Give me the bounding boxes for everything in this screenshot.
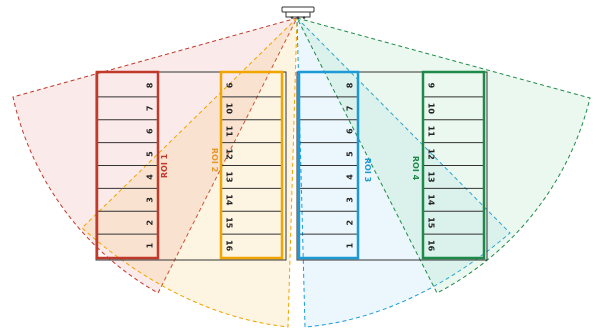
roi-2-box[interactable] xyxy=(219,70,284,260)
fov-fan-roi-3 xyxy=(296,16,511,328)
roi-1-label: ROI 1 xyxy=(160,153,169,178)
right-rack-slot-15-label: 15 xyxy=(427,217,436,229)
right-rack-slot-5-label: 5 xyxy=(346,151,355,157)
right-rack-slot-7-label: 7 xyxy=(346,106,355,112)
left-rack-slot-15-label: 15 xyxy=(225,217,234,229)
left-rack-slot-3-label: 3 xyxy=(146,197,155,203)
roi-boxes xyxy=(95,70,486,260)
right-rack-slot-13-label: 13 xyxy=(427,171,436,182)
roi-1-box[interactable] xyxy=(95,70,160,260)
right-rack-slot-3-label: 3 xyxy=(346,197,355,203)
left-rack: 8 7 6 5 4 3 2 1 9 10 11 12 13 14 15 16 xyxy=(95,71,287,261)
right-rack-slot-16-label: 16 xyxy=(427,240,436,252)
right-rack-frame xyxy=(296,71,488,261)
left-rack-slot-2-label: 2 xyxy=(146,220,155,226)
right-rack-slot-14-label: 14 xyxy=(427,194,436,206)
right-rack-slot-10-label: 10 xyxy=(427,103,436,115)
roi-2-label: ROI 2 xyxy=(210,148,219,172)
left-rack-slot-11-label: 11 xyxy=(225,126,234,138)
right-rack-slot-9-label: 9 xyxy=(427,83,436,89)
roi-labels: ROI 1 ROI 2 ROI 3 ROI 4 xyxy=(160,148,420,182)
roi-4-label: ROI 4 xyxy=(411,156,420,181)
fov-fan-roi-2 xyxy=(81,16,298,328)
fov-fan-roi-4 xyxy=(296,17,591,294)
left-rack-slot-9-label: 9 xyxy=(225,83,234,89)
left-rack-slot-7-label: 7 xyxy=(146,106,155,112)
left-rack-slot-6-label: 6 xyxy=(146,128,155,134)
left-rack-slot-16-label: 16 xyxy=(225,240,234,252)
roi-3-box[interactable] xyxy=(297,70,360,260)
left-rack-slot-10-label: 10 xyxy=(225,103,234,115)
left-rack-slot-14-label: 14 xyxy=(225,194,234,206)
right-rack: 8 7 6 5 4 3 2 1 9 10 11 12 13 14 15 16 xyxy=(296,71,488,261)
right-rack-slot-6-label: 6 xyxy=(346,128,355,134)
left-rack-slot-8-label: 8 xyxy=(146,82,155,88)
roi-4-box[interactable] xyxy=(421,70,486,260)
camera-fov-fans xyxy=(12,16,591,328)
right-rack-slot-12-label: 12 xyxy=(427,148,436,159)
right-rack-slot-8-label: 8 xyxy=(346,82,355,88)
roi-3-label: ROI 3 xyxy=(363,158,372,182)
left-rack-slot-1-label: 1 xyxy=(146,242,155,248)
right-rack-slot-1-label: 1 xyxy=(346,242,355,248)
left-rack-slot-4-label: 4 xyxy=(146,174,155,180)
right-rack-slot-2-label: 2 xyxy=(346,220,355,226)
right-rack-slot-11-label: 11 xyxy=(427,126,436,138)
camera-icon xyxy=(281,6,315,19)
right-rack-slot-4-label: 4 xyxy=(346,174,355,180)
left-rack-slot-13-label: 13 xyxy=(225,171,234,182)
left-rack-slot-5-label: 5 xyxy=(146,151,155,157)
left-rack-slot-12-label: 12 xyxy=(225,148,234,159)
